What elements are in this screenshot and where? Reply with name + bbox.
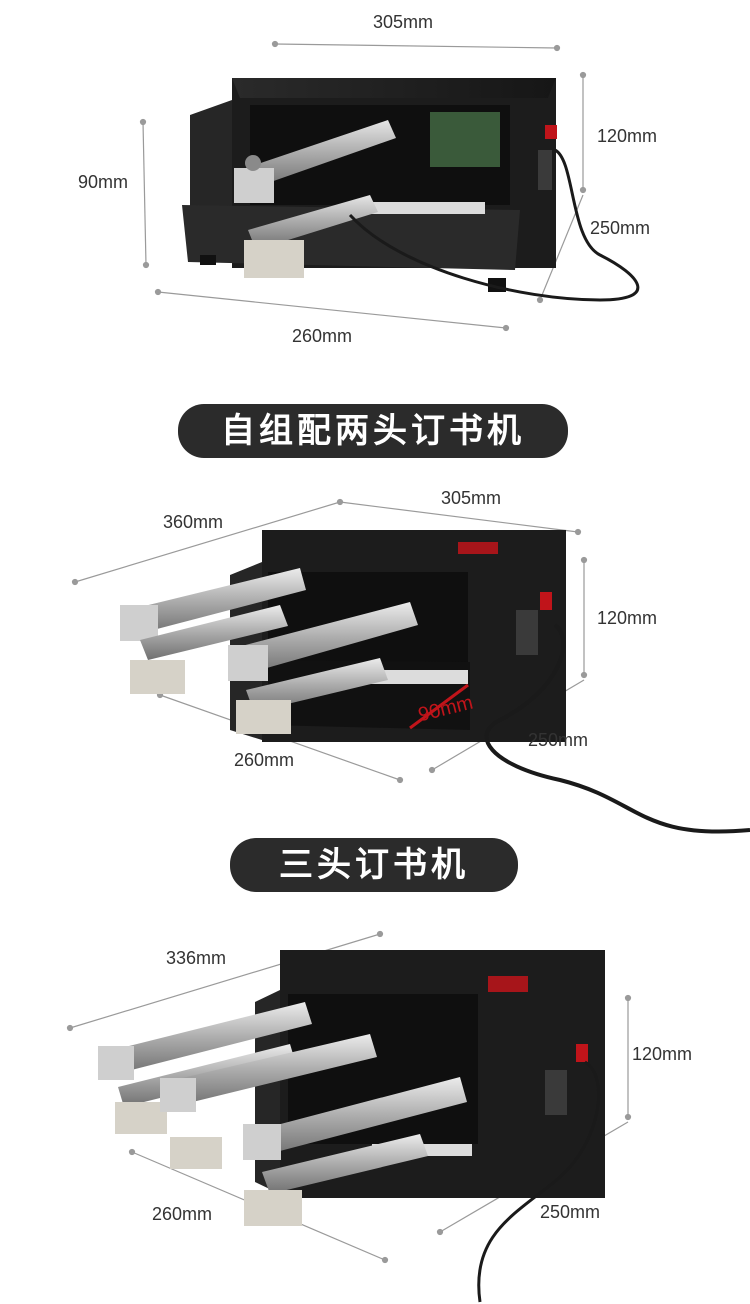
banner-three-head: 三头订书机 (230, 838, 518, 892)
dim-front-width: 260mm (152, 1204, 213, 1224)
banner-two-head: 自组配两头订书机 (178, 404, 568, 458)
dim-top-width: 305mm (373, 12, 434, 32)
stapler-machine-image-3 (66, 930, 632, 1303)
product-section-1: 305mm 90mm 120mm 250mm 260mm (0, 0, 750, 380)
power-cable (348, 148, 640, 302)
stapler-arms (234, 120, 396, 278)
dim-height-left: 90mm (78, 172, 129, 192)
dim-depth: 250mm (540, 1202, 601, 1222)
dim-left-width: 360mm (163, 512, 224, 532)
machine-body (255, 950, 605, 1198)
dim-front-width: 260mm (292, 326, 353, 346)
dim-front-width: 260mm (234, 750, 295, 770)
product-section-3: 336mm 120mm 250mm 260mm (0, 912, 750, 1304)
stapler-machine-image-1 (139, 40, 640, 332)
dim-height-right: 120mm (597, 608, 658, 628)
dim-depth: 250mm (528, 730, 589, 750)
dimension-lines (139, 40, 587, 332)
dim-height-right: 120mm (632, 1044, 693, 1064)
power-cable (477, 1060, 601, 1303)
power-cable (484, 623, 750, 834)
dim-height-right: 120mm (597, 126, 658, 146)
dim-top-width: 305mm (441, 488, 502, 508)
stapler-arms (98, 1002, 467, 1226)
dim-depth: 250mm (590, 218, 651, 238)
dim-left-width: 336mm (166, 948, 227, 968)
stapler-machine-image-2 (71, 498, 750, 834)
product-section-2: 360mm 305mm 120mm 250mm 260mm 90mm (0, 480, 750, 860)
stapler-arms (120, 568, 418, 734)
